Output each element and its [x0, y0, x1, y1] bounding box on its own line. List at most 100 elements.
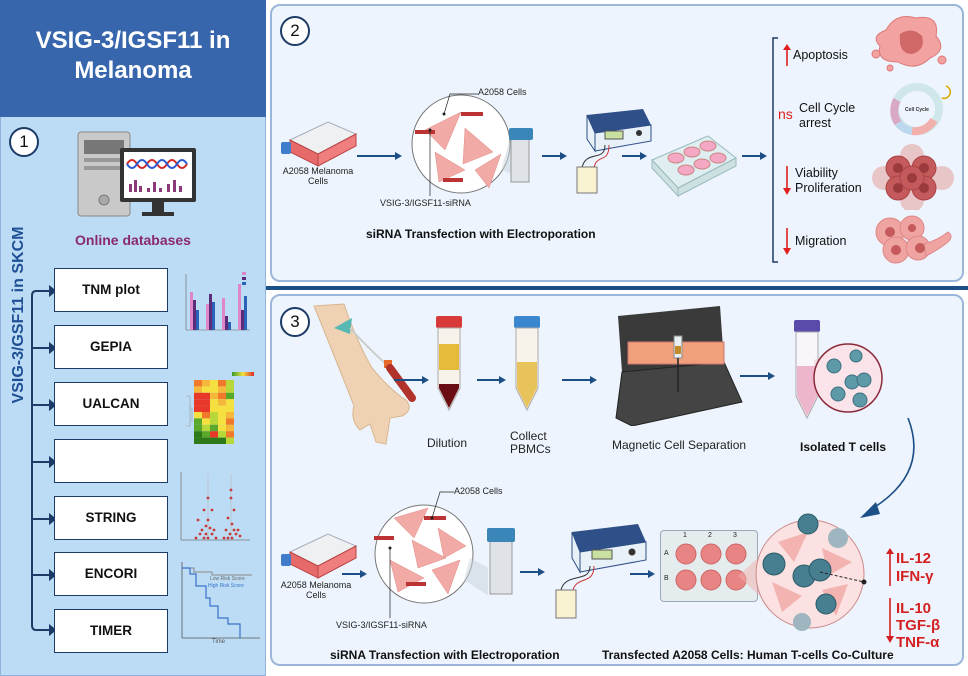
- dot-point: [224, 528, 228, 532]
- survival-legend-low: Low Risk Score: [210, 576, 245, 582]
- dot-point: [232, 508, 236, 512]
- arrow-icon: [342, 570, 367, 578]
- database-string: STRING: [54, 496, 168, 540]
- heatmap-cell: [202, 405, 210, 412]
- heatmap-cell: [218, 392, 226, 400]
- step-isolated-t-cells: Isolated T cells: [800, 440, 887, 454]
- pbmc-tube-icon: [514, 316, 540, 412]
- dot-point: [204, 532, 208, 536]
- plate-row-a: A: [664, 550, 669, 557]
- database-encori: ENCORI: [54, 552, 168, 596]
- heatmap-cell: [194, 399, 202, 406]
- database-blank: [54, 439, 168, 483]
- callout-lines: [388, 491, 454, 618]
- dot-point: [208, 526, 212, 530]
- heatmap-cell: [202, 412, 210, 419]
- electroporator-icon: [555, 524, 647, 619]
- heatmap-cell: [194, 424, 202, 432]
- dot-point: [238, 534, 242, 538]
- dot-point: [230, 536, 234, 540]
- curved-arrow-icon: [860, 417, 915, 518]
- cell-culture-flask-icon: [281, 533, 358, 579]
- arrow-icon: [542, 152, 567, 160]
- arrow-icon: [742, 152, 767, 160]
- heatmap-cell: [210, 431, 218, 438]
- dot-point: [234, 532, 238, 536]
- heatmap-cell: [194, 412, 202, 419]
- migrating-cells-icon: [875, 215, 952, 264]
- heatmap-cell: [194, 437, 202, 444]
- dot-point: [196, 518, 200, 522]
- dot-point: [200, 528, 204, 532]
- heatmap-cell: [202, 392, 210, 400]
- arrow-icon: [394, 376, 429, 384]
- heatmap-cell: [218, 399, 226, 406]
- dot-point: [210, 532, 214, 536]
- cells-label-2: A2058 Cells: [478, 87, 527, 97]
- cytokine-il12: IL-12: [896, 550, 932, 567]
- dot-point: [206, 496, 210, 500]
- caption-sirna-transfection-2: siRNA Transfection with Electroporation: [366, 227, 596, 241]
- dot-point: [236, 528, 240, 532]
- effect-apoptosis: Apoptosis: [793, 48, 848, 62]
- cytokine-tgf-beta: TGF-β: [896, 617, 941, 634]
- heatmap-cell: [218, 431, 226, 438]
- effect-cell-cycle-arrest: Cell Cycle arrest: [799, 101, 856, 130]
- heatmap-cell: [202, 418, 210, 425]
- heatmap-cell: [202, 431, 210, 438]
- step-dilution: Dilution: [427, 436, 468, 450]
- heatmap-cell: [218, 405, 226, 412]
- cells-label-3: A2058 Cells: [454, 486, 503, 496]
- heatmap-cell: [194, 380, 202, 387]
- dot-point: [229, 496, 233, 500]
- dot-point: [198, 532, 202, 536]
- heatmap-cell: [210, 386, 218, 393]
- mini-dot-plot-icon: [180, 472, 250, 541]
- section-number-2: 2: [280, 16, 310, 46]
- arrow-icon: [477, 376, 506, 384]
- section-number-1: 1: [9, 127, 39, 157]
- arrow-down-viability-icon: [783, 166, 791, 195]
- figure-title: VSIG-3/IGSF11 in Melanoma: [35, 27, 231, 84]
- dilution-tube-icon: [436, 316, 462, 412]
- blood-draw-arm-icon: [313, 303, 416, 445]
- mini-survival-curve-icon: [181, 562, 260, 639]
- survival-xlabel: Time: [212, 639, 226, 645]
- caption-sirna-transfection-3: siRNA Transfection with Electroporation: [330, 648, 560, 662]
- dot-point: [194, 536, 198, 540]
- arrow-up-apoptosis-icon: [783, 44, 791, 66]
- plate-col-2: 2: [708, 532, 712, 539]
- dot-point: [206, 518, 210, 522]
- heatmap-cell: [226, 412, 234, 419]
- magnetic-separator-icon: [615, 306, 743, 426]
- heatmap-cell: [210, 380, 218, 387]
- heatmap-cell: [226, 437, 234, 444]
- heatmap-cell: [218, 380, 226, 387]
- dot-point: [202, 508, 206, 512]
- electroporator-icon: [576, 109, 652, 194]
- step-magnetic-separation: Magnetic Cell Separation: [612, 438, 747, 452]
- heatmap-cell: [226, 380, 234, 387]
- heatmap-cell: [194, 386, 202, 393]
- cytokine-ifn-gamma: IFN-γ: [896, 568, 934, 585]
- arrow-icon: [520, 568, 545, 576]
- heatmap-cell: [194, 405, 202, 412]
- computer-database-icon: [77, 131, 196, 217]
- t-cells-magnified-icon: [813, 343, 883, 413]
- callout-lines: [428, 93, 478, 196]
- flask-label-3: A2058 Melanoma Cells: [280, 580, 352, 600]
- survival-legend-high: High Risk Score: [208, 583, 244, 589]
- database-ualcan: UALCAN: [54, 382, 168, 426]
- heatmap-cell: [210, 424, 218, 432]
- database-bracket: [31, 284, 57, 637]
- database-tnm-plot: TNM plot: [54, 268, 168, 312]
- heatmap-cell: [202, 399, 210, 406]
- cell-cycle-diagram-icon: Cell Cycle: [890, 83, 952, 136]
- dot-point: [222, 536, 226, 540]
- heatmap-cell: [210, 418, 218, 425]
- mini-bar-chart-icon: [185, 272, 250, 331]
- heatmap-cell: [218, 418, 226, 425]
- arrow-icon: [357, 152, 402, 160]
- dot-point: [212, 528, 216, 532]
- heatmap-cell: [202, 424, 210, 432]
